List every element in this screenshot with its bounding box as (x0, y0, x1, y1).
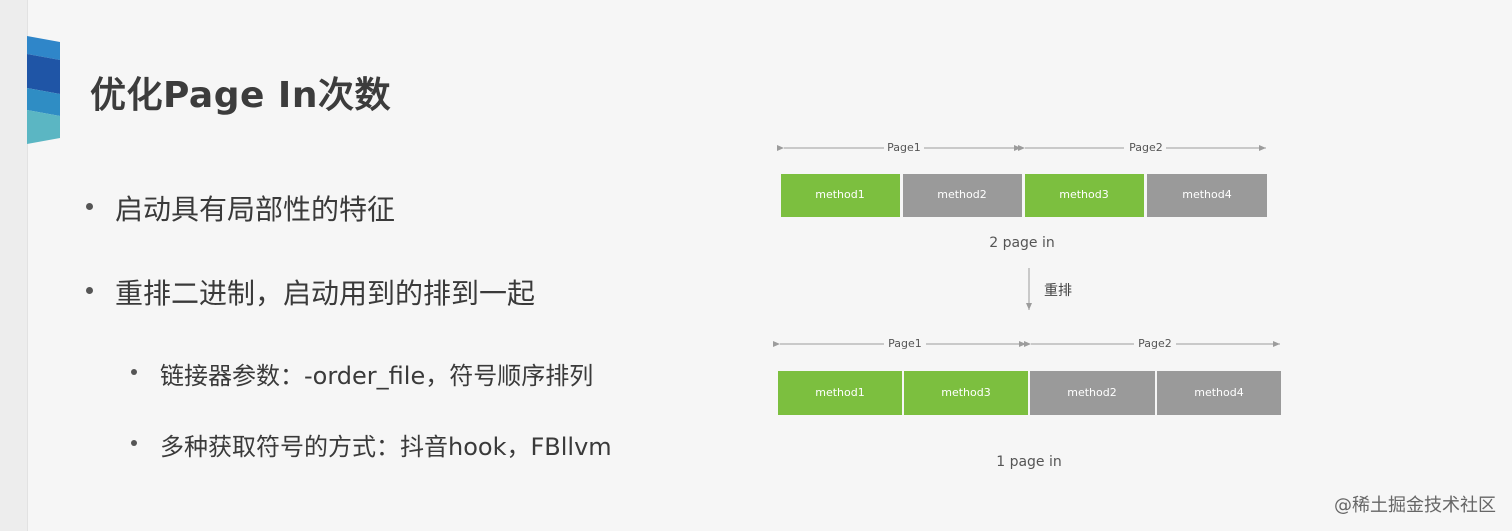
reorder-label: 重排 (1044, 283, 1072, 299)
method-label: method2 (937, 188, 986, 201)
page-label: Page2 (1129, 141, 1163, 154)
method-block (1025, 174, 1144, 217)
method-block (904, 371, 1028, 415)
after-caption: 1 page in (996, 454, 1062, 470)
page-label: Page2 (1138, 337, 1172, 350)
reorder-arrow: 重排 (1026, 268, 1072, 310)
method-label: method1 (815, 386, 864, 399)
page-label: Page1 (887, 141, 921, 154)
slide-title: 优化Page In次数 (90, 75, 391, 116)
sub-bullet-item: 多种获取符号的方式：抖音hook，FBllvm (131, 427, 612, 462)
watermark: @稀土掘金技术社区 (1334, 495, 1496, 516)
bullet-dot (131, 369, 137, 375)
method-label: method4 (1194, 386, 1243, 399)
bullet-text: 重排二进制，启动用到的排到一起 (115, 277, 536, 310)
bullet-dot (86, 203, 93, 210)
bullet-dot (86, 287, 93, 294)
sub-bullet-text: 链接器参数：-order_file，符号顺序排列 (160, 362, 594, 390)
after-method-row: method1 method3 method2 method4 (778, 371, 1281, 415)
sub-bullet-item: 链接器参数：-order_file，符号顺序排列 (131, 356, 594, 391)
method-block (1147, 174, 1267, 217)
bullet-text: 启动具有局部性的特征 (115, 193, 396, 226)
method-label: method2 (1067, 386, 1116, 399)
after-page-ranges: Page1 Page2 (773, 336, 1280, 352)
bullet-item: 启动具有局部性的特征 (86, 188, 396, 228)
bullet-item: 重排二进制，启动用到的排到一起 (86, 272, 536, 312)
method-block (778, 371, 902, 415)
method-label: method1 (815, 188, 864, 201)
bullet-dot (131, 440, 137, 446)
method-block (903, 174, 1022, 217)
sub-bullet-text: 多种获取符号的方式：抖音hook，FBllvm (160, 433, 612, 461)
method-block (781, 174, 900, 217)
before-method-row: method1 method2 method3 method4 (781, 174, 1267, 217)
logo-mark (27, 36, 60, 144)
left-strip (0, 0, 28, 531)
page-label: Page1 (888, 337, 922, 350)
method-block (1030, 371, 1155, 415)
before-caption: 2 page in (989, 235, 1055, 251)
method-label: method4 (1182, 188, 1231, 201)
method-label: method3 (1059, 188, 1108, 201)
method-block (1157, 371, 1281, 415)
method-label: method3 (941, 386, 990, 399)
before-page-ranges: Page1 Page2 (777, 140, 1266, 156)
